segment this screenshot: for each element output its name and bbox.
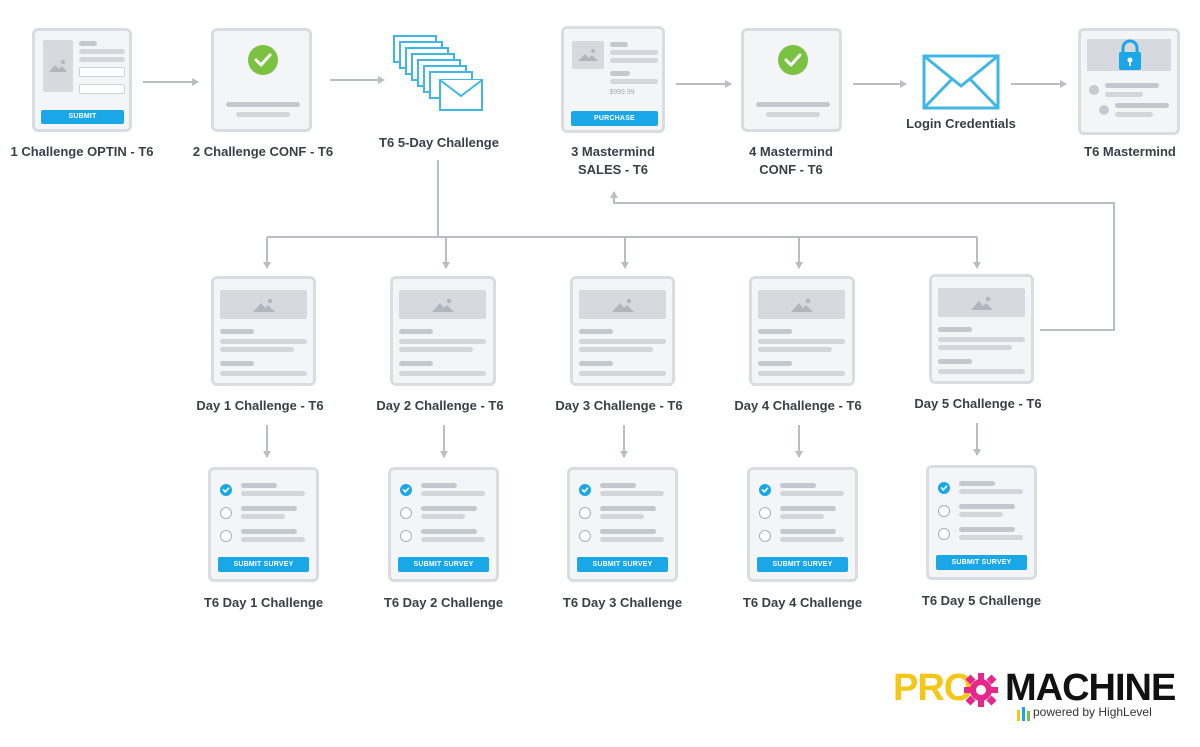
envelope-icon <box>922 54 1000 110</box>
image-placeholder <box>758 290 845 319</box>
email-sequence-label: T6 5-Day Challenge <box>379 135 499 150</box>
day-1-survey-label: T6 Day 1 Challenge <box>203 595 324 610</box>
avatar <box>1099 105 1109 115</box>
radio-unchecked-icon[interactable] <box>400 507 412 519</box>
radio-unchecked-icon[interactable] <box>938 528 950 540</box>
email-field <box>79 84 125 94</box>
radio-unchecked-icon[interactable] <box>220 530 232 542</box>
radio-unchecked-icon[interactable] <box>759 507 771 519</box>
lock-icon <box>1119 39 1141 70</box>
day-2-page-card[interactable] <box>390 276 496 386</box>
image-placeholder <box>43 40 73 92</box>
day-5-page-card[interactable] <box>929 274 1034 384</box>
image-icon <box>49 60 67 72</box>
radio-unchecked-icon[interactable] <box>938 505 950 517</box>
highlevel-icon <box>1017 707 1030 721</box>
day-2-survey-label: T6 Day 2 Challenge <box>383 595 504 610</box>
radio-checked-icon[interactable] <box>579 484 591 496</box>
radio-unchecked-icon[interactable] <box>759 530 771 542</box>
radio-checked-icon[interactable] <box>400 484 412 496</box>
day-5-page-label: Day 5 Challenge - T6 <box>914 396 1042 411</box>
gear-icon <box>964 673 998 707</box>
image-icon <box>252 298 275 312</box>
day-5-survey-label: T6 Day 5 Challenge <box>921 593 1042 608</box>
submit-survey-button[interactable]: SUBMIT SURVEY <box>936 555 1027 570</box>
image-icon <box>970 296 993 310</box>
day-3-survey-label: T6 Day 3 Challenge <box>562 595 683 610</box>
image-icon <box>790 298 813 312</box>
radio-unchecked-icon[interactable] <box>579 530 591 542</box>
mastermind-conf-card[interactable] <box>741 28 842 132</box>
image-placeholder <box>399 290 486 319</box>
day-3-page-label: Day 3 Challenge - T6 <box>555 398 683 413</box>
image-placeholder <box>572 41 604 69</box>
price-text: $999.99 <box>609 89 635 96</box>
email-sequence-icon <box>393 35 483 111</box>
day-4-survey-label: T6 Day 4 Challenge <box>742 595 863 610</box>
submit-button[interactable]: SUBMIT <box>41 110 124 124</box>
day-5-survey-card[interactable]: SUBMIT SURVEY <box>926 465 1037 580</box>
submit-survey-button[interactable]: SUBMIT SURVEY <box>218 557 309 572</box>
day-3-page-card[interactable] <box>570 276 675 386</box>
day-1-survey-card[interactable]: SUBMIT SURVEY <box>208 467 319 582</box>
sales-page-card[interactable]: $999.99 PURCHASE <box>561 26 665 133</box>
radio-unchecked-icon[interactable] <box>220 507 232 519</box>
day-4-page-label: Day 4 Challenge - T6 <box>734 398 862 413</box>
radio-checked-icon[interactable] <box>220 484 232 496</box>
submit-survey-button[interactable]: SUBMIT SURVEY <box>577 557 668 572</box>
check-icon <box>778 45 808 75</box>
image-icon <box>611 298 634 312</box>
purchase-button[interactable]: PURCHASE <box>571 111 658 126</box>
day-3-survey-card[interactable]: SUBMIT SURVEY <box>567 467 678 582</box>
image-placeholder <box>579 290 666 319</box>
image-icon <box>431 298 454 312</box>
day-1-page-label: Day 1 Challenge - T6 <box>196 398 324 413</box>
image-placeholder <box>220 290 307 319</box>
optin-page-label: 1 Challenge OPTIN - T6 <box>10 144 154 159</box>
logo-wordmark-machine: MACHINE <box>1005 667 1176 709</box>
arrow-day5-to-sales <box>610 191 1115 331</box>
mastermind-conf-label: 4 Mastermind CONF - T6 <box>749 144 833 177</box>
day-2-page-label: Day 2 Challenge - T6 <box>376 398 504 413</box>
credentials-label: Login Credentials <box>906 116 1016 131</box>
optin-page-card[interactable]: SUBMIT <box>32 28 132 132</box>
challenge-conf-label: 2 Challenge CONF - T6 <box>192 144 334 159</box>
mastermind-members-label: T6 Mastermind <box>1084 144 1176 159</box>
avatar <box>1089 85 1099 95</box>
day-1-page-card[interactable] <box>211 276 316 386</box>
day-2-survey-card[interactable]: SUBMIT SURVEY <box>388 467 499 582</box>
promachine-logo: PRO MACHINE powered by HighLevel <box>893 667 1176 728</box>
radio-checked-icon[interactable] <box>938 482 950 494</box>
day-4-page-card[interactable] <box>749 276 855 386</box>
name-field <box>79 67 125 77</box>
day-4-survey-card[interactable]: SUBMIT SURVEY <box>747 467 858 582</box>
image-placeholder <box>938 288 1025 317</box>
logo-wordmark-pro: PRO <box>893 667 973 709</box>
radio-unchecked-icon[interactable] <box>400 530 412 542</box>
check-icon <box>248 45 278 75</box>
challenge-conf-card[interactable] <box>211 28 312 132</box>
submit-survey-button[interactable]: SUBMIT SURVEY <box>757 557 848 572</box>
submit-survey-button[interactable]: SUBMIT SURVEY <box>398 557 489 572</box>
mastermind-members-card[interactable] <box>1078 28 1180 135</box>
sales-page-label: 3 Mastermind SALES - T6 <box>571 144 655 177</box>
image-icon <box>578 49 598 61</box>
logo-tagline: powered by HighLevel <box>1033 705 1152 719</box>
radio-checked-icon[interactable] <box>759 484 771 496</box>
radio-unchecked-icon[interactable] <box>579 507 591 519</box>
